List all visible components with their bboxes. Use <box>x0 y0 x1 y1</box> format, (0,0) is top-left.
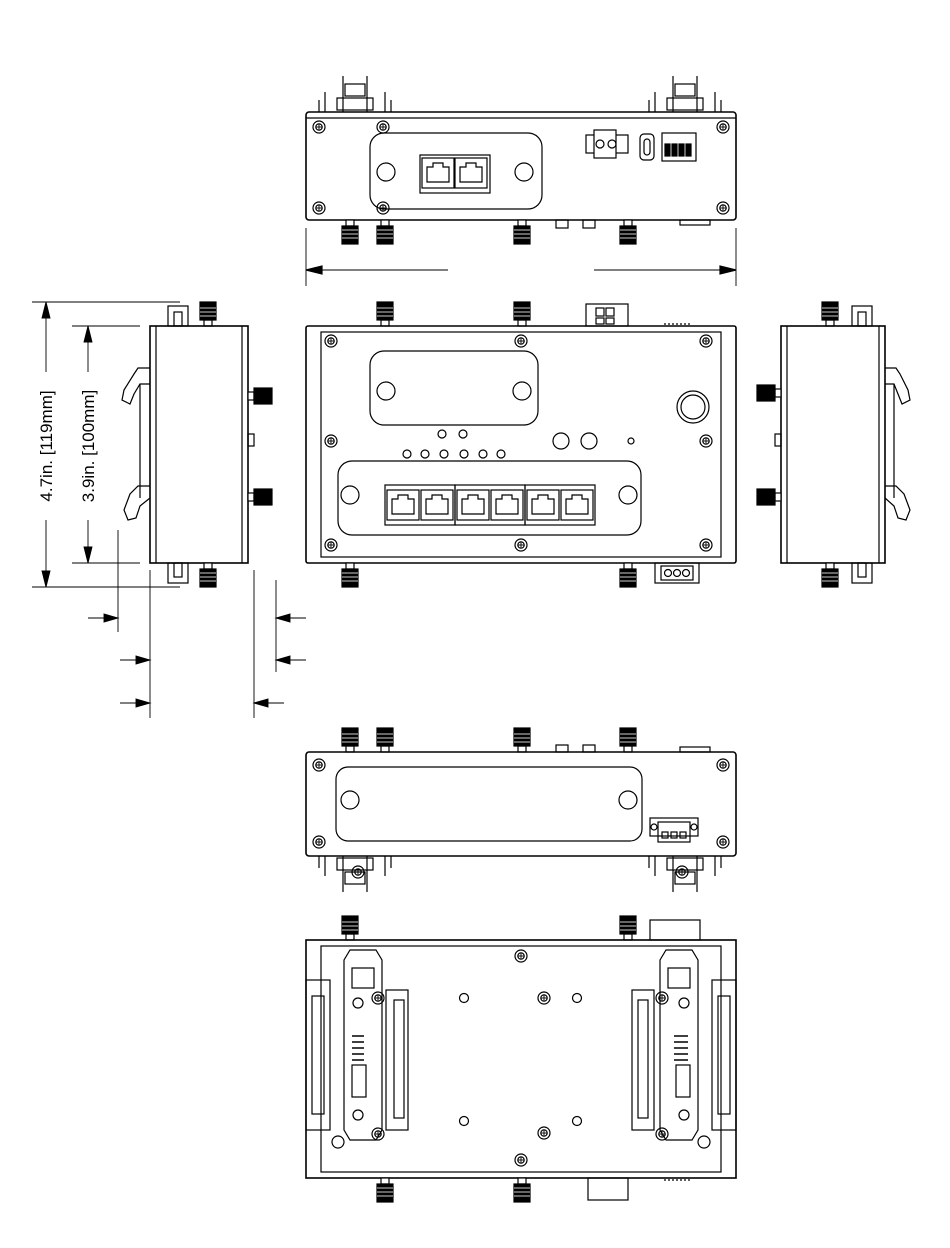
front-view <box>306 302 736 587</box>
bottom-view <box>306 728 736 892</box>
depth-dimensions <box>88 530 306 718</box>
height-inner-label: 3.9in. [100mm] <box>79 390 98 502</box>
left-side-view <box>122 302 272 587</box>
height-outer-label: 4.7in. [119mm] <box>37 390 56 501</box>
top-view <box>306 76 736 286</box>
rear-view <box>306 916 736 1202</box>
right-side-view <box>757 302 910 587</box>
